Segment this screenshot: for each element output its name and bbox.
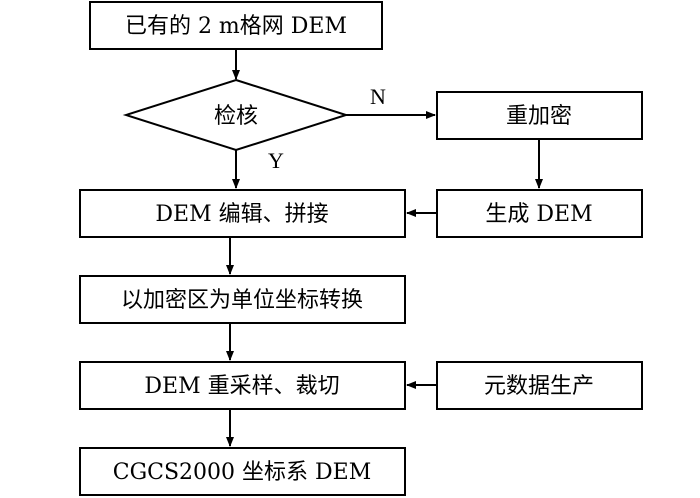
node-redensify-box	[436, 91, 643, 140]
node-edit-mosaic-label: DEM 编辑、拼接	[155, 202, 328, 227]
node-check-label: 检核	[214, 104, 258, 129]
node-cgcs-dem-box	[79, 447, 406, 496]
node-existing-dem-label: 已有的 2 m格网 DEM	[125, 14, 347, 39]
node-cgcs-dem-label: CGCS2000 坐标系 DEM	[113, 460, 372, 485]
node-redensify: 重加密	[436, 91, 643, 140]
node-generate-dem-label: 生成 DEM	[485, 202, 592, 227]
node-coord-transform: 以加密区为单位坐标转换	[79, 275, 406, 324]
edge-label-no: N	[370, 84, 386, 109]
edge-label-yes: Y	[268, 148, 284, 173]
node-resample-clip-box	[79, 361, 406, 410]
node-resample-clip: DEM 重采样、裁切	[79, 361, 406, 410]
node-check: 检核	[122, 78, 350, 152]
node-cgcs-dem: CGCS2000 坐标系 DEM	[79, 447, 406, 496]
node-existing-dem: 已有的 2 m格网 DEM	[89, 1, 383, 50]
node-existing-dem-box	[89, 1, 383, 50]
node-edit-mosaic: DEM 编辑、拼接	[79, 189, 406, 238]
node-edit-mosaic-box	[79, 189, 406, 238]
node-resample-clip-label: DEM 重采样、裁切	[144, 374, 339, 399]
node-metadata: 元数据生产	[436, 361, 643, 410]
node-generate-dem: 生成 DEM	[436, 189, 643, 238]
node-coord-transform-box	[79, 275, 406, 324]
node-redensify-label: 重加密	[506, 104, 572, 129]
node-coord-transform-label: 以加密区为单位坐标转换	[121, 288, 363, 313]
node-metadata-label: 元数据生产	[484, 374, 594, 399]
